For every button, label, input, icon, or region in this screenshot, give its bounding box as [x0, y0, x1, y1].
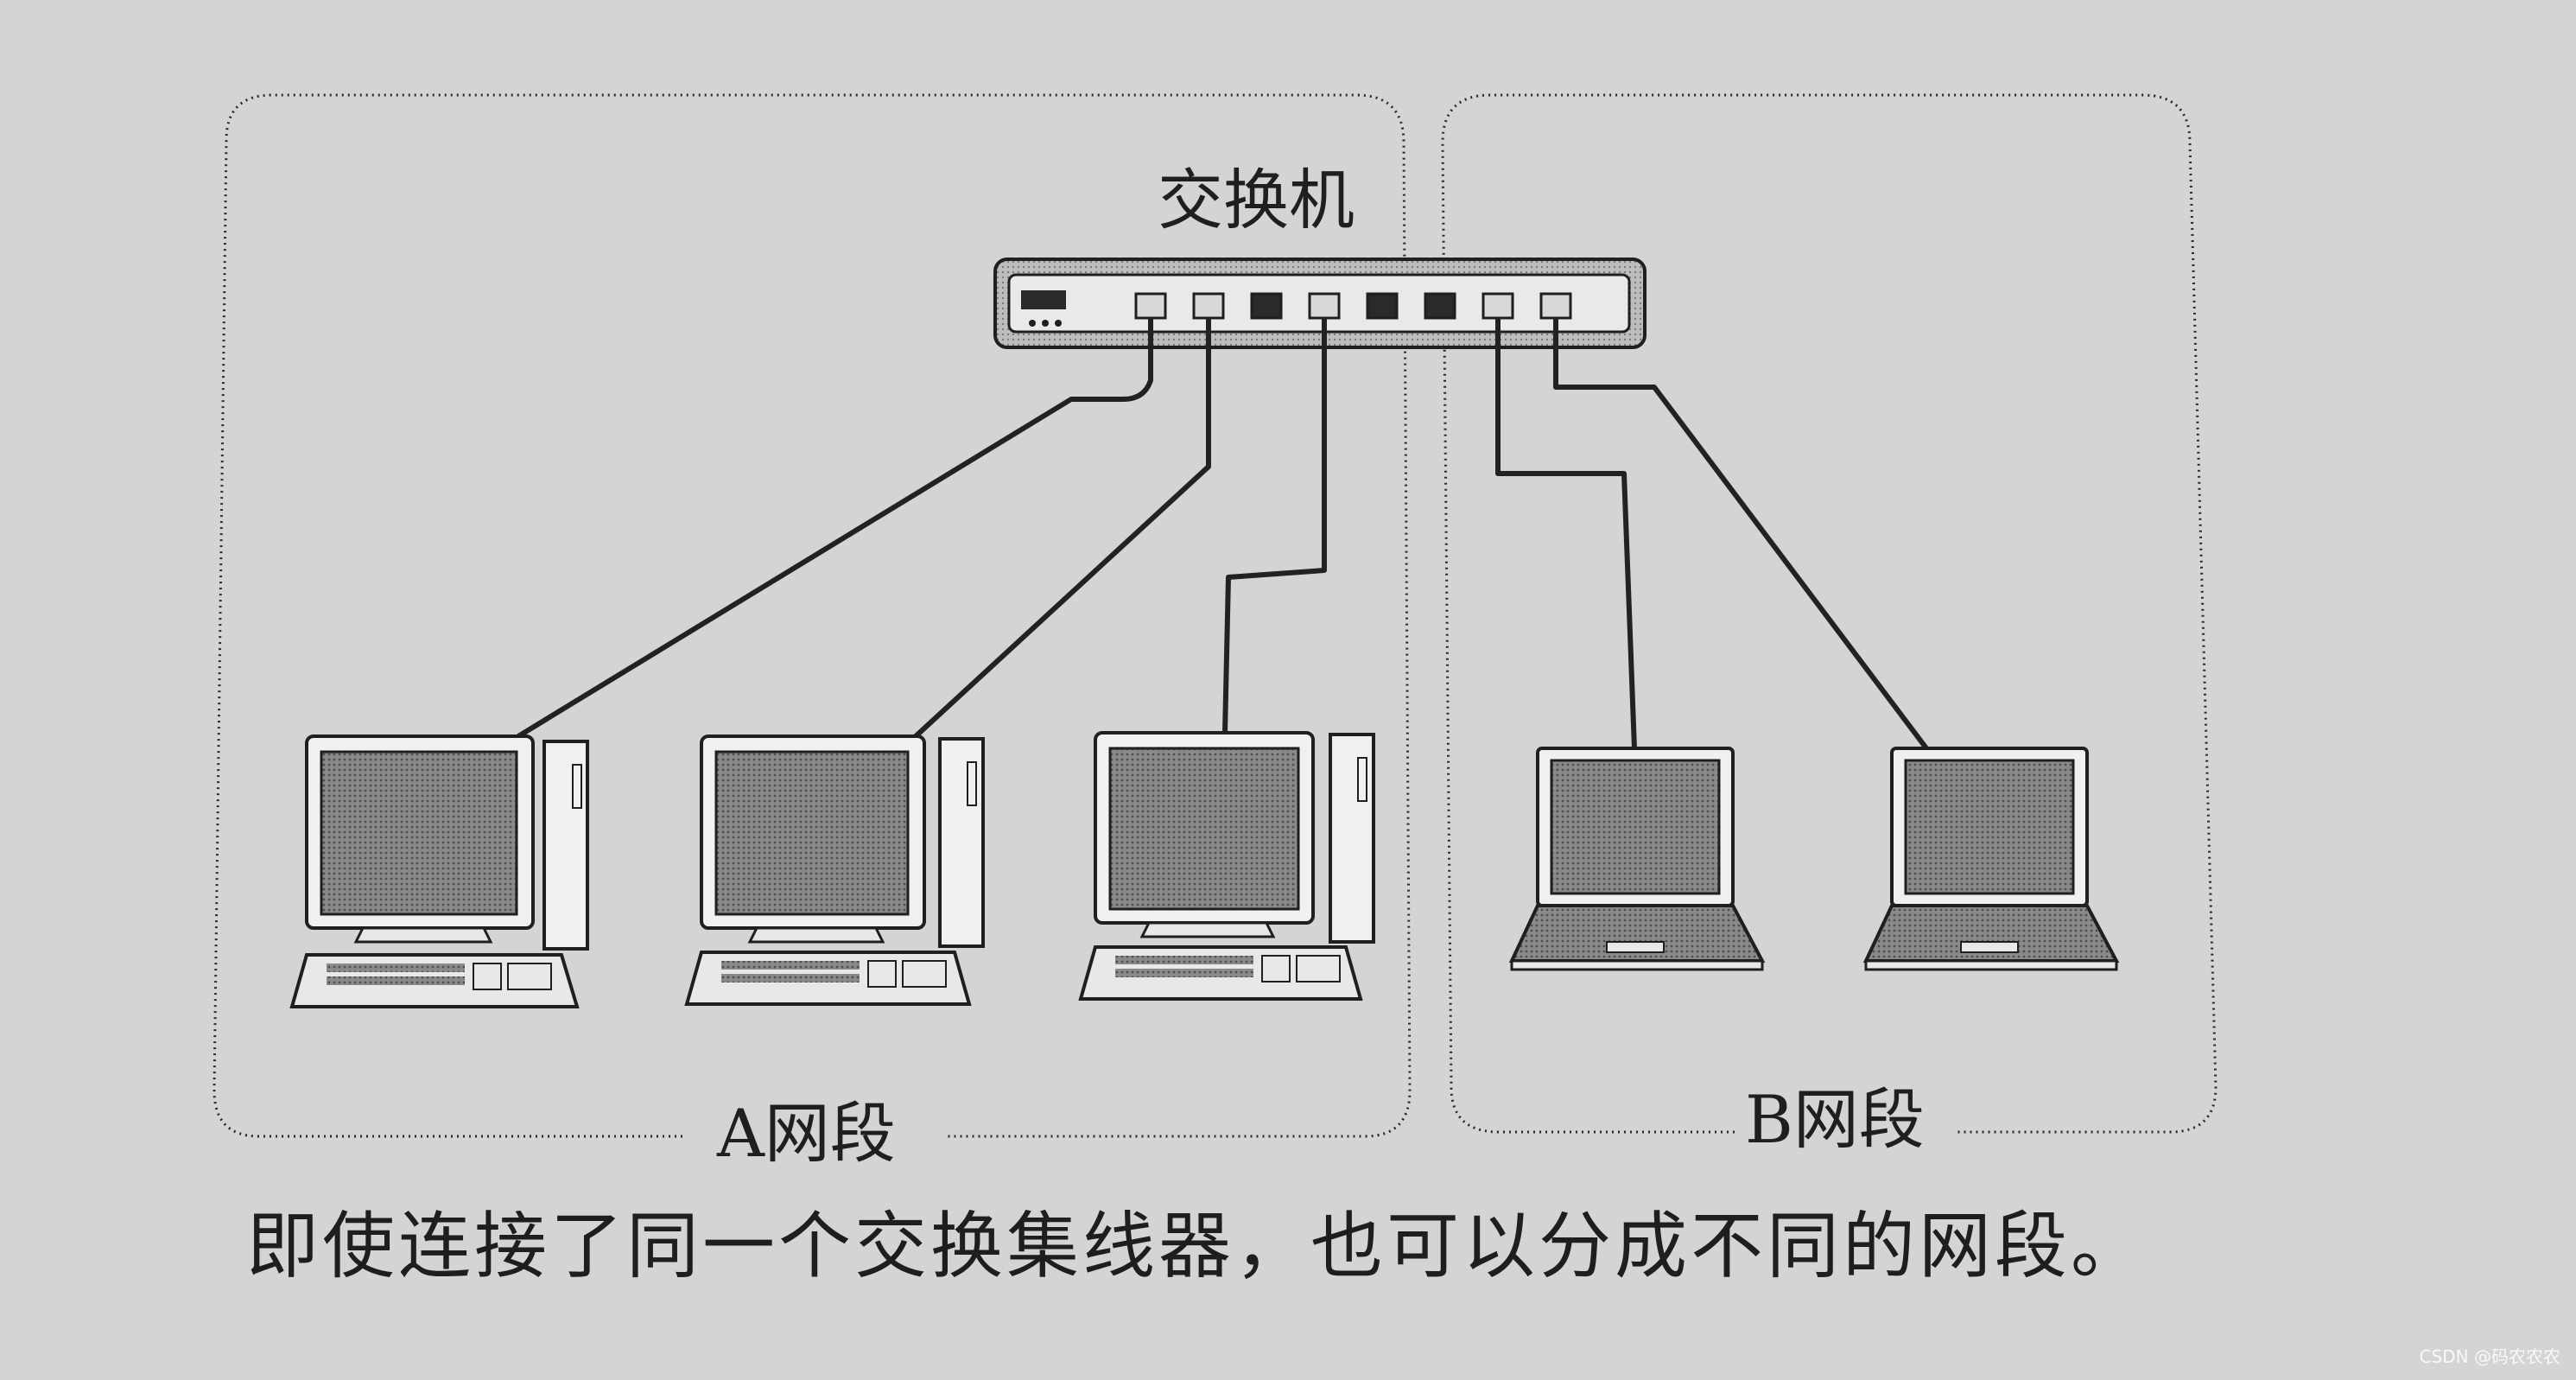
watermark: CSDN @码农农农 [2420, 1343, 2560, 1368]
switch-display [1021, 290, 1066, 309]
figure-caption: 即使连接了同一个交换集线器，也可以分成不同的网段。 [0, 1188, 2576, 1293]
switch-label: 交换机 [1158, 162, 1355, 238]
switch-device [995, 259, 1645, 347]
segment-b-boundary [1443, 95, 2216, 1132]
cable-a2 [916, 318, 1209, 736]
segment-a-label: A网段 [716, 1095, 896, 1172]
cable-a3 [1225, 318, 1324, 733]
laptop-computer-2 [1866, 748, 2116, 970]
segment-b-label: B网段 [1745, 1081, 1925, 1158]
laptop-computer-1 [1512, 748, 1762, 970]
cable-b2 [1556, 318, 1926, 748]
desktop-computer-1 [292, 736, 587, 1007]
cable-a1 [518, 318, 1151, 736]
desktop-computer-3 [1081, 733, 1374, 999]
cable-b1 [1498, 318, 1634, 748]
desktop-computer-2 [687, 736, 983, 1004]
